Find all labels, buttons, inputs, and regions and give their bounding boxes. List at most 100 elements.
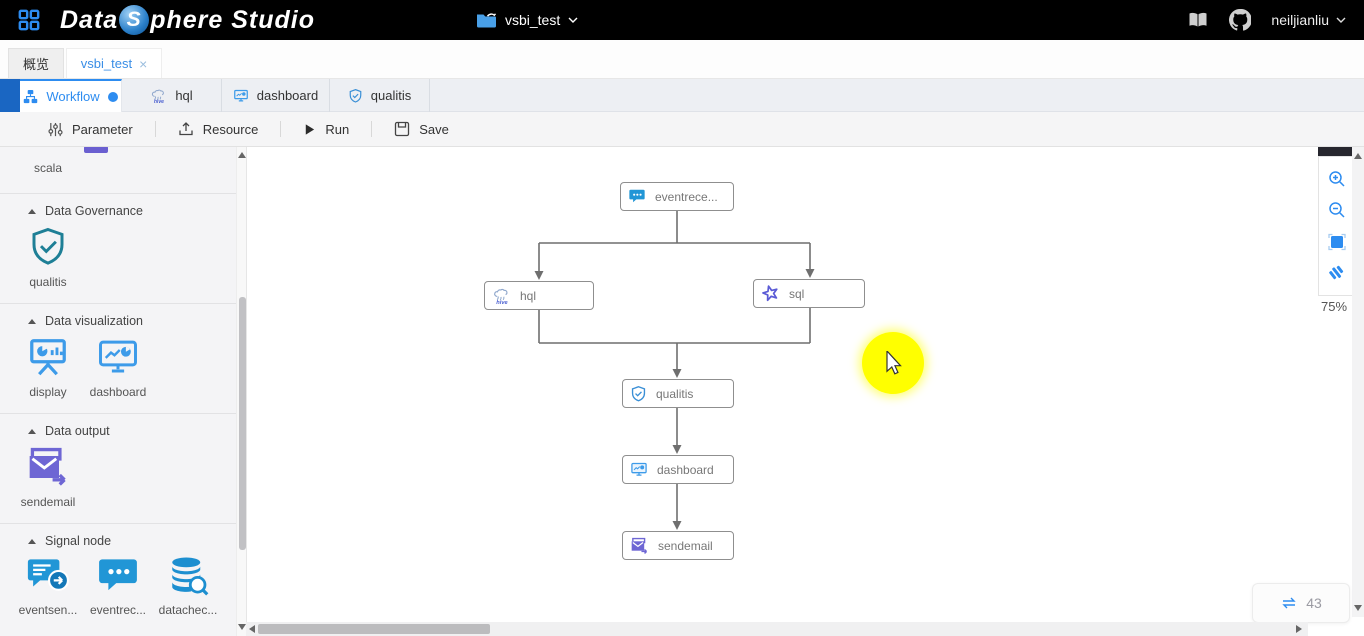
tab-hql[interactable]: hive hql bbox=[122, 79, 222, 112]
node-sql[interactable]: sql bbox=[753, 279, 865, 308]
palette-item-eventreceiver[interactable]: eventrec... bbox=[83, 555, 153, 617]
parameter-label: Parameter bbox=[72, 121, 133, 137]
node-label: dashboard bbox=[657, 462, 714, 477]
workflow-editor-body: scala Data Governance qualitis Data visu… bbox=[0, 147, 1364, 636]
scrollbar-thumb[interactable] bbox=[239, 297, 246, 550]
section-divider bbox=[0, 193, 236, 194]
unsaved-dot-icon bbox=[107, 91, 118, 102]
scroll-down-arrow-icon[interactable] bbox=[1354, 605, 1362, 611]
chevron-down-icon bbox=[568, 17, 578, 23]
node-label: qualitis bbox=[656, 386, 694, 401]
tab-qualitis[interactable]: qualitis bbox=[330, 79, 430, 112]
tab-overview[interactable]: 概览 bbox=[8, 48, 64, 78]
play-icon bbox=[306, 123, 315, 135]
canvas-vertical-scrollbar[interactable] bbox=[1352, 147, 1364, 617]
section-title: Data visualization bbox=[45, 314, 143, 328]
canvas-horizontal-scrollbar[interactable] bbox=[246, 622, 1308, 636]
canvas-scrollbar-thumb[interactable] bbox=[1318, 147, 1356, 156]
app-header: Data S phere Studio vsbi_test neiljianli… bbox=[0, 0, 1364, 40]
scroll-up-arrow-icon[interactable] bbox=[238, 152, 246, 158]
scroll-up-arrow-icon[interactable] bbox=[1354, 153, 1362, 159]
toolbar-divider bbox=[371, 121, 373, 137]
scrollbar-thumb[interactable] bbox=[258, 624, 490, 634]
section-title: Data output bbox=[45, 424, 110, 438]
shield-check-icon bbox=[349, 88, 362, 103]
toolbar-divider bbox=[154, 121, 156, 137]
run-button[interactable]: Run bbox=[281, 112, 371, 146]
upload-icon bbox=[179, 122, 193, 136]
resource-button[interactable]: Resource bbox=[156, 112, 281, 146]
dashboard-icon bbox=[99, 340, 137, 373]
sendemail-icon bbox=[631, 537, 648, 554]
palette-item-label: sendemail bbox=[20, 495, 76, 509]
sendemail-icon bbox=[29, 447, 66, 486]
workflow-tab-bar: Workflow hive hql dashboard qualitis bbox=[0, 79, 1364, 112]
execution-count-badge[interactable]: 43 bbox=[1252, 583, 1350, 623]
docs-book-icon[interactable] bbox=[1187, 9, 1209, 31]
app-grid-icon[interactable] bbox=[16, 7, 42, 33]
swap-arrows-icon bbox=[1282, 597, 1296, 609]
node-eventrece[interactable]: eventrece... bbox=[620, 182, 734, 211]
section-signal-node[interactable]: Signal node bbox=[28, 534, 111, 548]
auto-layout-button[interactable] bbox=[1326, 262, 1348, 284]
close-icon[interactable]: × bbox=[139, 55, 148, 72]
svg-text:hive: hive bbox=[496, 300, 507, 305]
tab-workflow[interactable]: Workflow bbox=[20, 79, 122, 112]
sliders-icon bbox=[48, 122, 63, 136]
sidebar-collapse-strip[interactable] bbox=[0, 79, 20, 112]
hive-icon: hive bbox=[152, 89, 164, 104]
sidebar-scrollbar[interactable] bbox=[236, 147, 246, 636]
username: neiljianliu bbox=[1271, 12, 1329, 28]
tab-vsbi-test[interactable]: vsbi_test × bbox=[66, 48, 162, 78]
node-hql[interactable]: hive hql bbox=[484, 281, 594, 310]
parameter-button[interactable]: Parameter bbox=[0, 112, 155, 146]
scala-icon[interactable] bbox=[84, 147, 108, 153]
data-check-icon bbox=[172, 557, 209, 596]
node-qualitis[interactable]: qualitis bbox=[622, 379, 734, 408]
tab-overview-label: 概览 bbox=[22, 57, 49, 72]
tab-vsbi-test-label: vsbi_test bbox=[80, 56, 133, 71]
palette-item-dashboard[interactable]: dashboard bbox=[83, 335, 153, 399]
tab-qualitis-label: qualitis bbox=[370, 88, 412, 103]
zoom-level: 75% bbox=[1320, 299, 1348, 314]
section-data-output[interactable]: Data output bbox=[28, 424, 110, 438]
palette-item-sendemail[interactable]: sendemail bbox=[13, 445, 83, 509]
palette-item-qualitis[interactable]: qualitis bbox=[13, 225, 83, 289]
scroll-down-arrow-icon[interactable] bbox=[238, 624, 246, 630]
palette-item-datacheck[interactable]: datachec... bbox=[153, 555, 223, 617]
shield-check-icon bbox=[631, 385, 646, 402]
palette-item-scala-label: scala bbox=[33, 161, 62, 175]
node-label: hql bbox=[520, 288, 537, 303]
user-menu[interactable]: neiljianliu bbox=[1271, 12, 1346, 28]
save-button[interactable]: Save bbox=[372, 112, 471, 146]
palette-item-label: eventsen... bbox=[18, 603, 78, 617]
workflow-canvas[interactable] bbox=[246, 147, 1364, 636]
workflow-tree-icon bbox=[24, 89, 38, 104]
node-sendemail[interactable]: sendemail bbox=[622, 531, 734, 560]
display-icon bbox=[30, 339, 66, 376]
project-selector[interactable]: vsbi_test bbox=[475, 11, 578, 29]
spark-icon bbox=[762, 285, 778, 302]
tab-dashboard-label: dashboard bbox=[256, 88, 319, 103]
app-logo: Data S phere Studio bbox=[60, 5, 315, 35]
scroll-left-arrow-icon[interactable] bbox=[249, 625, 255, 633]
collapse-icon bbox=[28, 428, 36, 434]
collapse-icon bbox=[28, 318, 36, 324]
zoom-out-icon bbox=[1328, 202, 1345, 218]
fit-view-button[interactable] bbox=[1326, 231, 1348, 253]
tab-dashboard[interactable]: dashboard bbox=[222, 79, 330, 112]
palette-item-eventsender[interactable]: eventsen... bbox=[13, 555, 83, 617]
palette-item-display[interactable]: display bbox=[13, 335, 83, 399]
palette-item-label: eventrec... bbox=[89, 603, 147, 617]
section-data-visualization[interactable]: Data visualization bbox=[28, 314, 143, 328]
github-icon[interactable] bbox=[1229, 9, 1252, 31]
zoom-in-icon bbox=[1328, 171, 1345, 187]
palette-item-label: datachec... bbox=[158, 603, 218, 617]
node-dashboard[interactable]: dashboard bbox=[622, 455, 734, 484]
section-data-governance[interactable]: Data Governance bbox=[28, 204, 143, 218]
scroll-right-arrow-icon[interactable] bbox=[1296, 625, 1302, 633]
zoom-in-button[interactable] bbox=[1326, 168, 1348, 190]
zoom-out-button[interactable] bbox=[1326, 199, 1348, 221]
node-label: sql bbox=[789, 286, 805, 301]
node-label: eventrece... bbox=[655, 189, 718, 204]
